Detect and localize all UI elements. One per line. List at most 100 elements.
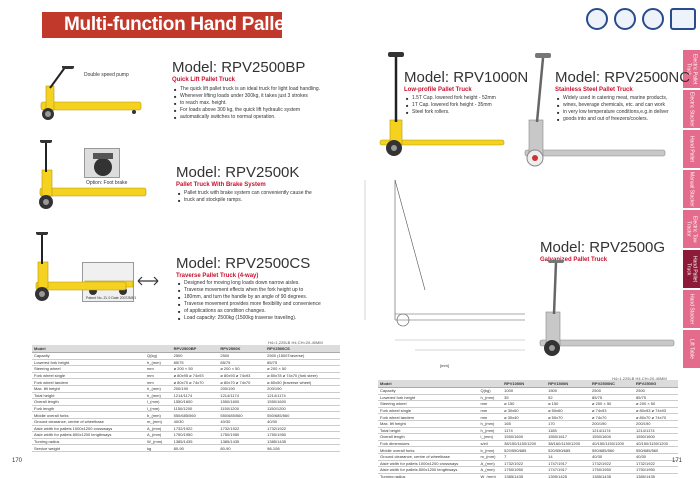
column-header: Model: [32, 345, 146, 353]
table-cell: m_(mm): [145, 418, 172, 426]
bullet: Traverse movement provides more flexibil…: [178, 301, 321, 308]
table-cell: Fork length: [32, 405, 146, 413]
side-tab-1[interactable]: Electric Stacker: [683, 90, 700, 128]
table-cell: ø 150: [502, 400, 547, 408]
model-subtitle: Quick Lift Pallet Truck: [172, 77, 236, 83]
bullet: Steel fork rollers.: [406, 109, 496, 116]
table-cell: 1385/1435: [590, 473, 634, 478]
model-name: Model: RPV2500G: [540, 239, 666, 256]
k-bullets: Pallet truck with brake system can conve…: [178, 190, 312, 204]
table-cell: s/e/l: [478, 440, 503, 448]
table-cell: Aisle width for pallets 800x1200 lengthw…: [378, 466, 479, 474]
bullet-cont: goods into and out of freezers/coolers.: [557, 116, 669, 123]
table-cell: 1385/1435: [218, 438, 266, 446]
bullet-cont: 180mm, and turn the handle by an angle o…: [178, 294, 321, 301]
table-cell: 1550/1600: [171, 398, 219, 406]
table-cell: Middle overall forks: [32, 411, 146, 419]
table-cell: 2500: [218, 352, 266, 360]
table-cell: 40/30: [590, 453, 634, 461]
table-cell: ø 200 × 50: [590, 400, 634, 408]
side-tab-2[interactable]: Hand Pallet: [683, 130, 700, 168]
model-name: Model: RPV2500NC: [555, 69, 691, 86]
model-rpv2500bp: Model: RPV2500BP Quick Lift Pallet Truck: [172, 60, 305, 84]
bullet-cont: in very low temperature conditions,e.g.i…: [557, 109, 669, 116]
table-cell: Capacity: [378, 387, 479, 395]
traverse-arrows-icon: [137, 276, 159, 286]
side-tab-5[interactable]: Hand Pallet Truck: [683, 250, 700, 288]
table-cell: Fork wheel tandem: [378, 413, 479, 421]
certification-logos: [586, 8, 696, 30]
table-cell: kg: [145, 444, 172, 452]
side-tab-4[interactable]: Electric Tow Tractor: [683, 210, 700, 248]
table-cell: 550/685/560: [590, 446, 634, 454]
table-cell: Turning radius: [32, 438, 146, 446]
table-cell: Fork wheel tandem: [32, 378, 146, 386]
table-cell: 1732/1922: [265, 425, 340, 433]
table-cell: 1385/1435: [634, 473, 678, 478]
table-cell: 40/30: [218, 418, 266, 426]
table-cell: Q(kg): [145, 352, 172, 360]
table-cell: 1750/1950: [218, 431, 266, 439]
left-page-number: 170: [12, 458, 23, 464]
bullet: The quick lift pallet truck is an ideal …: [174, 86, 320, 93]
table-cell: l_(mm): [478, 433, 503, 441]
table-row: Aisle width for pallets 800x1200 lengthw…: [378, 466, 678, 474]
table-cell: 1732/1922: [171, 425, 219, 433]
table-cell: 14: [546, 453, 591, 461]
table-cell: 1385/1435: [265, 438, 340, 446]
table-cell: 200/190: [218, 385, 266, 393]
table-cell: Ground clearance, centre of wheelbase: [378, 453, 479, 461]
side-tab-7[interactable]: Lift Table: [683, 330, 700, 368]
page-title: Multi-function Hand Pallet Truck: [64, 14, 345, 35]
model-rpv2500nc: Model: RPV2500NC Stainless Steel Pallet …: [555, 70, 690, 94]
table-cell: 1214/1174: [218, 392, 266, 400]
table-cell: 2500 (1500Traverse): [265, 352, 340, 360]
table-cell: Steering wheel: [378, 400, 479, 408]
model-subtitle: Galvanized Pallet Truck: [540, 257, 608, 263]
table-cell: 40/30: [265, 418, 340, 426]
table-cell: 1550/1600: [218, 398, 266, 406]
side-tab-6[interactable]: Hand Stacker: [683, 290, 700, 328]
table-cell: 1174: [502, 427, 547, 435]
table-cell: 200/190: [590, 420, 634, 428]
table-cell: Fork dimensions: [378, 440, 479, 448]
model-rpv2500k: Model: RPV2500K Pallet Truck With Brake …: [176, 165, 299, 189]
table-cell: 550/685/560: [218, 411, 266, 419]
table-cell: 1747/1917: [546, 466, 591, 474]
side-tab-3[interactable]: Manual Stacker: [683, 170, 700, 208]
side-tab-0[interactable]: Electric Pallet Truck: [683, 50, 700, 88]
table-cell: 550/685/560: [171, 411, 219, 419]
table-cell: mm: [145, 372, 172, 380]
table-cell: 1732/1922: [218, 425, 266, 433]
table-cell: ø 200 × 50: [265, 365, 340, 373]
model-rpv1000n: Model: RPV1000N Low-profile Pallet Truck: [404, 70, 528, 94]
table-cell: Turning radius: [378, 473, 479, 478]
table-cell: h_(mm): [478, 427, 503, 435]
table-cell: 35: [502, 394, 547, 402]
model-name: Model: RPV2500BP: [172, 59, 306, 76]
bullet: Traverse movement effects when the fork …: [178, 287, 321, 294]
table-cell: Q(kg): [478, 387, 503, 395]
rpv2500g-photo: [539, 260, 675, 356]
table-cell: 1747/1917: [546, 460, 591, 468]
table-cell: mm: [145, 365, 172, 373]
table-cell: 38/150/1150/1200: [502, 440, 547, 448]
table-cell: ø 80x50 (traverse wheel): [265, 378, 340, 386]
bullet: Widely used in catering meat, marine pro…: [557, 95, 669, 102]
table-cell: 80-90: [171, 444, 219, 452]
model-rpv2500cs: Model: RPV2500CS Traverse Pallet Truck (…: [176, 256, 310, 280]
table-cell: ø 80x95 ø 74x93: [171, 372, 219, 380]
table-cell: W_(mm): [145, 438, 172, 446]
